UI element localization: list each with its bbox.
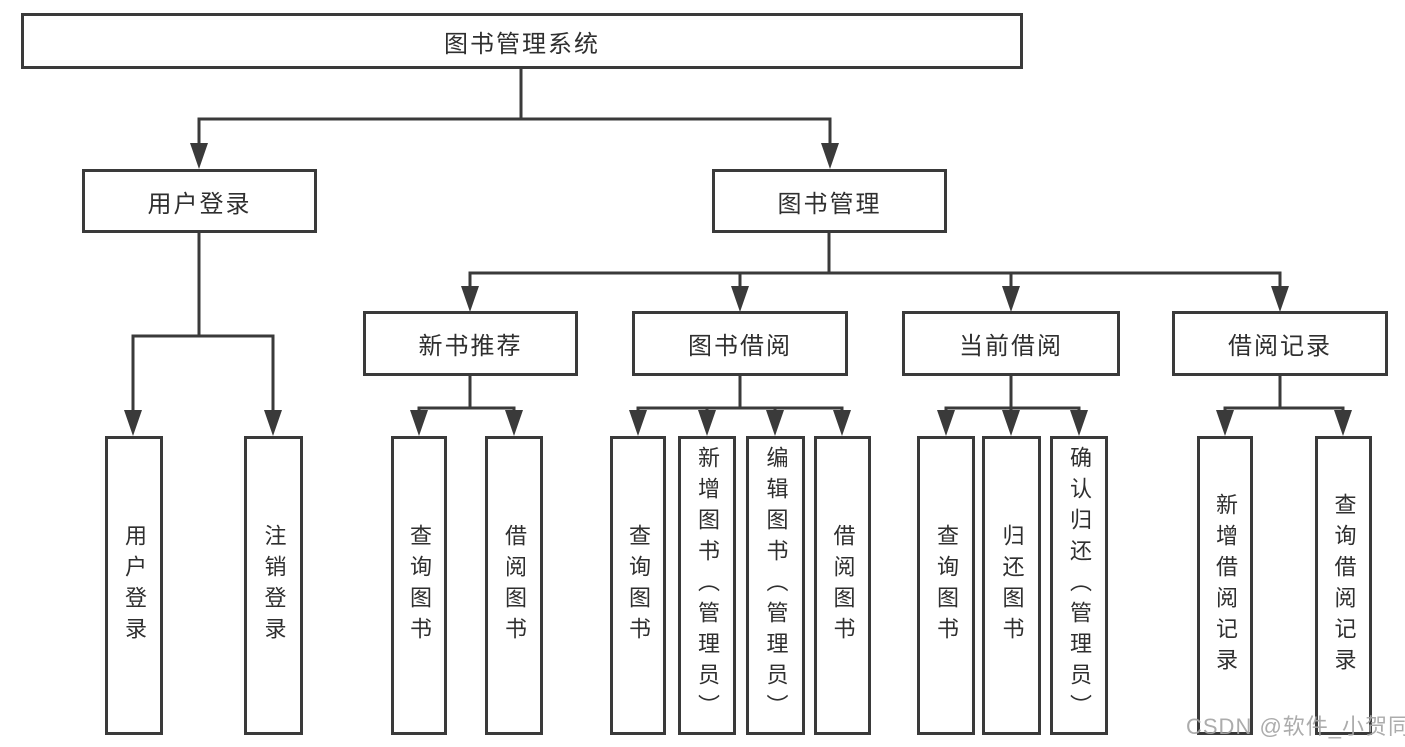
leaf-current-return-books: 归还图书 [982, 436, 1041, 735]
leaf-borrow-add-books-admin: 新增图书（管理员） [678, 436, 736, 735]
arrow-heads [124, 143, 1352, 436]
node-borrow-records: 借阅记录 [1172, 311, 1388, 376]
leaf-records-add-record: 新增借阅记录 [1197, 436, 1253, 735]
node-new-book-recommend: 新书推荐 [363, 311, 578, 376]
node-user-login-module: 用户登录 [82, 169, 317, 233]
leaf-borrow-borrow-books: 借阅图书 [814, 436, 871, 735]
node-current-borrow: 当前借阅 [902, 311, 1120, 376]
leaf-logout: 注销登录 [244, 436, 303, 735]
csdn-watermark: CSDN @软件_小贺同学 [1186, 714, 1405, 739]
leaf-borrow-edit-books-admin: 编辑图书（管理员） [746, 436, 805, 735]
leaf-current-query-books: 查询图书 [917, 436, 975, 735]
leaf-user-login: 用户登录 [105, 436, 163, 735]
node-library-system: 图书管理系统 [21, 13, 1023, 69]
leaf-current-confirm-return-admin: 确认归还（管理员） [1050, 436, 1108, 735]
node-book-borrow: 图书借阅 [632, 311, 848, 376]
leaf-borrow-query-books: 查询图书 [610, 436, 666, 735]
leaf-records-query-record: 查询借阅记录 [1315, 436, 1372, 735]
node-book-management: 图书管理 [712, 169, 947, 233]
leaf-recommend-query-books: 查询图书 [391, 436, 447, 735]
leaf-recommend-borrow-books: 借阅图书 [485, 436, 543, 735]
